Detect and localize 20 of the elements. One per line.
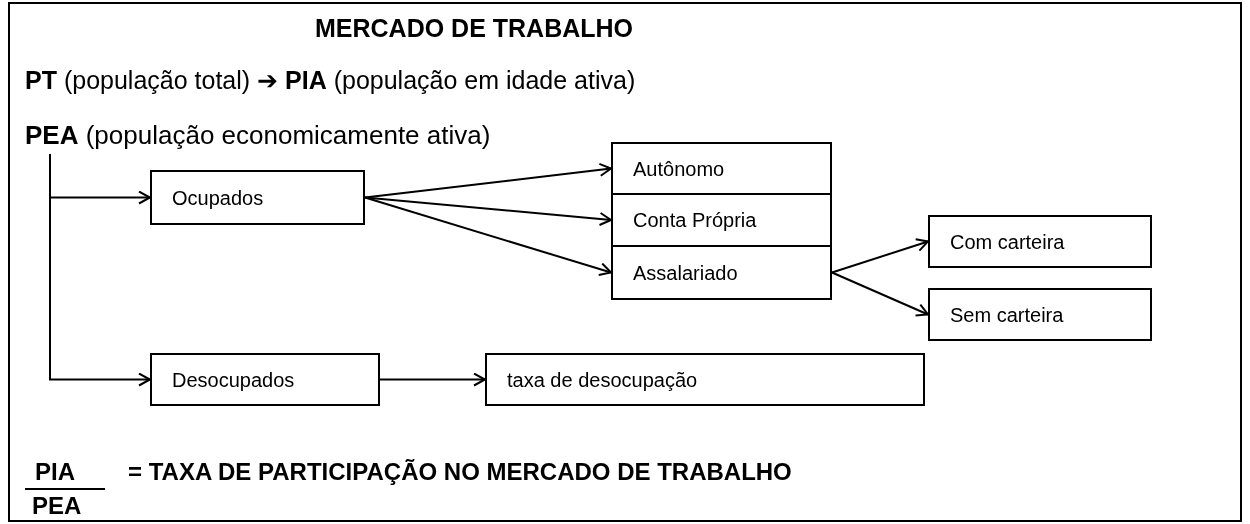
- category-text: PEA (população economicamente ativa): [25, 118, 491, 152]
- category-box: Autônomo: [611, 142, 832, 195]
- arrow: [379, 372, 486, 387]
- category-box: Desocupados: [150, 353, 380, 406]
- fraction-numerator: PIA: [35, 458, 75, 486]
- category-box: Conta Própria: [611, 193, 832, 247]
- title: MERCADO DE TRABALHO: [315, 13, 634, 44]
- arrow: [49, 153, 151, 387]
- category-box: taxa de desocupação: [485, 353, 925, 406]
- arrow: [364, 196, 612, 277]
- definition-text: PT (população total) ➔ PIA (população em idade ativa): [25, 65, 636, 96]
- arrow: [831, 271, 929, 317]
- category-box: Assalariado: [611, 245, 832, 300]
- category-box: Ocupados: [150, 170, 365, 225]
- category-box: Com carteira: [928, 215, 1152, 268]
- formula-text: = TAXA DE PARTICIPAÇÃO NO MERCADO DE TRABALHO: [128, 458, 792, 486]
- arrow: [831, 238, 929, 274]
- category-box: Sem carteira: [928, 288, 1152, 341]
- arrow: [364, 162, 612, 199]
- fraction-denominator: PEA: [32, 492, 82, 520]
